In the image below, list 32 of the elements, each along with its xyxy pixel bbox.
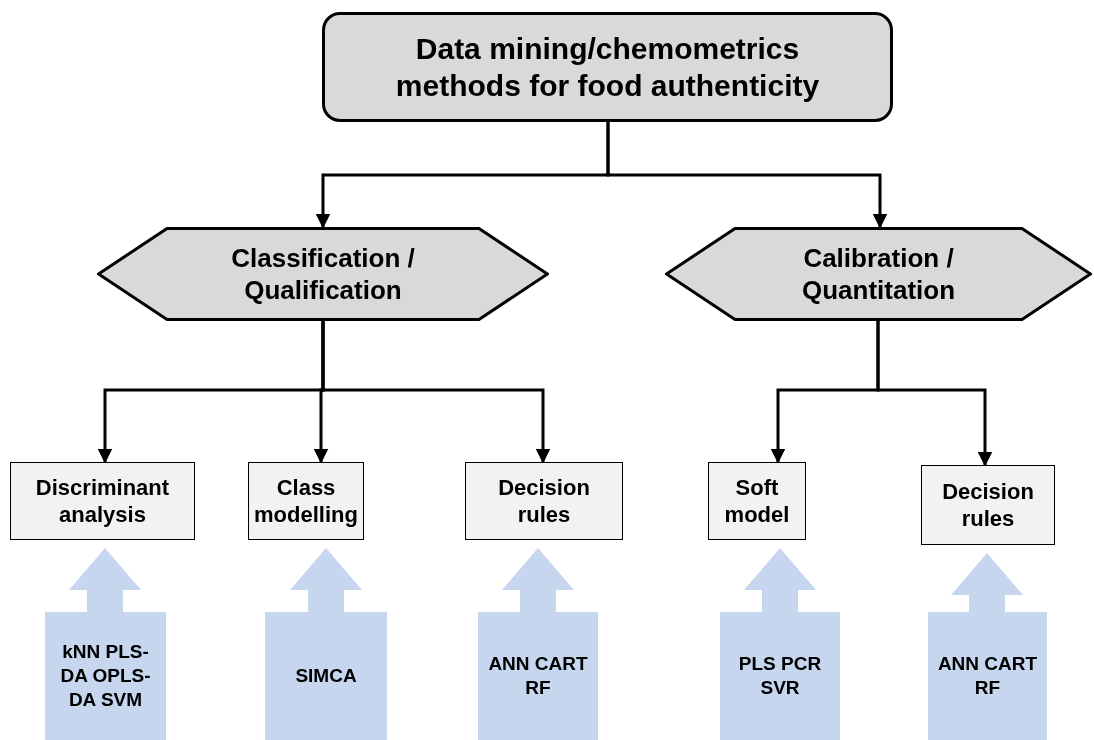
process-box <box>921 465 1055 545</box>
arrow <box>606 122 888 229</box>
block-arrow <box>290 548 362 614</box>
block-arrow <box>951 553 1023 614</box>
node-label: Classification / Qualification <box>230 241 416 307</box>
node-label: Discriminant analysis <box>34 473 171 529</box>
block-arrow <box>744 548 816 614</box>
node-label: kNN PLS-DA OPLS-DA SVM <box>59 640 152 712</box>
process-box <box>10 462 195 540</box>
node-label: Decision rules <box>941 477 1035 533</box>
node-label: Decision rules <box>497 473 591 529</box>
node-label: Class modelling <box>253 473 359 529</box>
method-box <box>478 612 598 740</box>
process-box <box>708 462 806 540</box>
process-box <box>465 462 623 540</box>
node-label: Data mining/chemometrics methods for food authenticity <box>394 30 821 104</box>
node-label: PLS PCR SVR <box>737 652 823 700</box>
block-arrow <box>502 548 574 614</box>
node-label: Calibration / Quantitation <box>800 241 957 307</box>
process-box <box>248 462 364 540</box>
title-box <box>322 12 893 122</box>
node-label: ANN CART RF <box>936 652 1039 700</box>
node-label: SIMCA <box>295 664 357 688</box>
method-box <box>928 612 1047 740</box>
method-box <box>720 612 840 740</box>
block-arrow <box>69 548 141 614</box>
method-box <box>265 612 387 740</box>
node-label: Soft model <box>723 473 791 529</box>
arrow <box>321 321 551 464</box>
arrow <box>876 321 993 467</box>
node-label: ANN CART RF <box>487 652 589 700</box>
method-box <box>45 612 166 740</box>
